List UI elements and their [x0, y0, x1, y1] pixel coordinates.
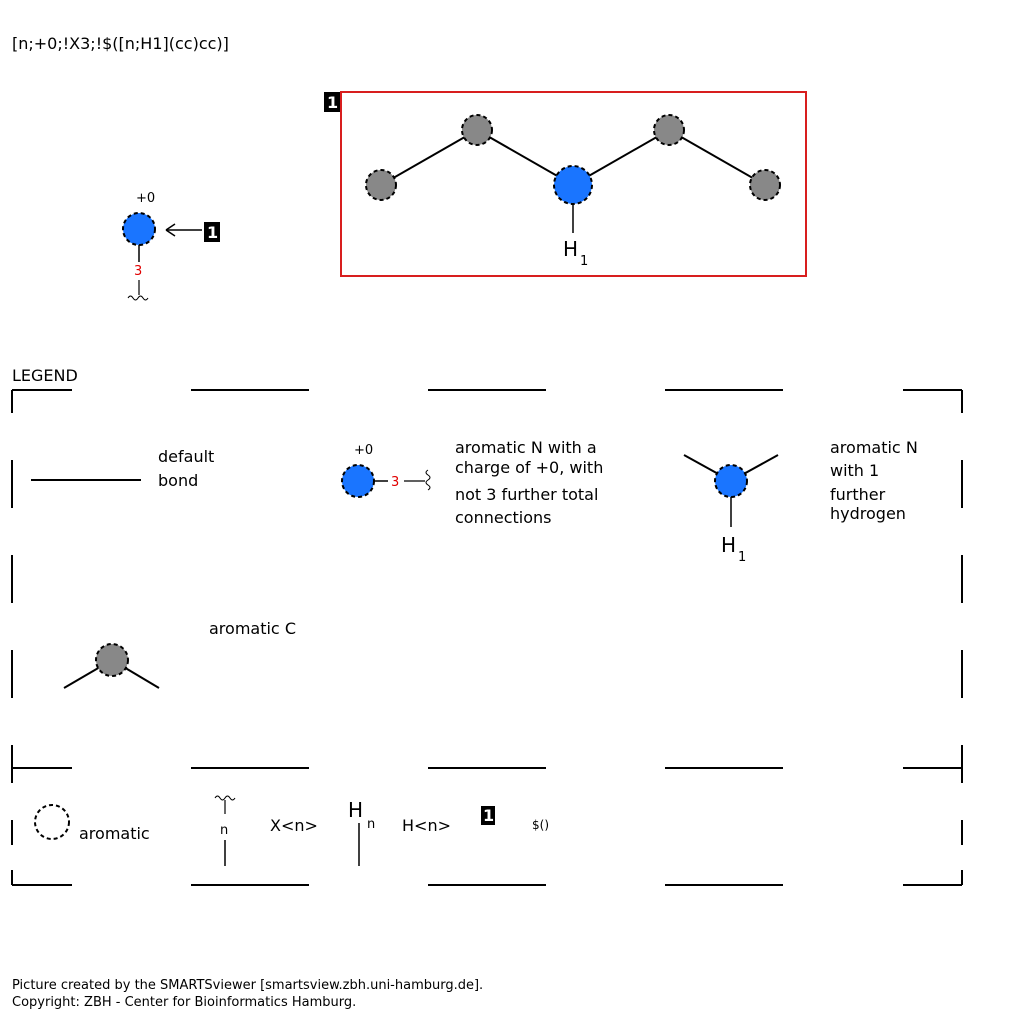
default-bond-label-2: bond	[158, 471, 198, 490]
aromatic-carbon-atom	[461, 114, 493, 146]
legend-n-h-text-2: with 1	[830, 461, 879, 480]
legend-frame	[11, 389, 963, 769]
bond	[668, 129, 766, 186]
symbol-h-letter: H	[348, 798, 363, 822]
symbol-legend: aromatic n X<n> H n H<n> 1 $()	[34, 795, 549, 866]
legend-aromatic-c-label: aromatic C	[209, 619, 296, 638]
group-label: 1	[327, 93, 338, 112]
recursive-smarts-group: 1 H 1	[324, 91, 807, 277]
symbol-h-sub: n	[367, 817, 375, 832]
ref-label-box	[204, 222, 220, 242]
legend-title: LEGEND	[12, 366, 78, 385]
legend-h-symbol: H	[721, 533, 736, 557]
query-atom-charge: +0	[136, 191, 155, 206]
aromatic-dashed-circle-icon	[34, 804, 70, 840]
symbol-ref-label: 1	[483, 806, 494, 825]
symbol-n-marker: n	[220, 823, 228, 838]
aromatic-carbon-atom	[365, 169, 397, 201]
group-label-box	[324, 92, 340, 112]
legend-n-h-text-4: hydrogen	[830, 504, 906, 523]
legend-n-h-text-1: aromatic N	[830, 438, 918, 457]
legend-aromatic-c: aromatic C	[63, 619, 296, 689]
query-atom-circle	[122, 212, 156, 246]
wavy-open-bond-icon	[214, 795, 236, 801]
aromatic-carbon-atom	[653, 114, 685, 146]
wavy-open-bond-icon	[425, 469, 431, 491]
legend-aromatic-n-h: H 1 aromatic N with 1 further hydrogen	[683, 438, 918, 565]
bond	[380, 129, 478, 186]
legend-charge: +0	[354, 443, 373, 458]
hydrogen-symbol: H	[563, 237, 578, 261]
legend-n-atom	[714, 464, 748, 498]
symbol-hn-label: H<n>	[402, 816, 451, 835]
footer-line-2: Copyright: ZBH - Center for Bioinformati…	[12, 995, 356, 1010]
symbol-aromatic-label: aromatic	[79, 824, 150, 843]
hydrogen-count: 1	[580, 254, 588, 269]
aromatic-nitrogen-atom	[553, 165, 593, 205]
legend-n-atom	[341, 464, 375, 498]
legend-h-count: 1	[738, 550, 746, 565]
arrow-head-icon	[165, 223, 176, 237]
query-atom: +0 3 1	[122, 191, 220, 301]
aromatic-carbon-atom	[749, 169, 781, 201]
legend-n-h-text-3: further	[830, 485, 886, 504]
legend-n-charge-text-4: connections	[455, 508, 552, 527]
legend-n-charge-text-2: charge of +0, with	[455, 458, 603, 477]
legend-n-charge-text-3: not 3 further total	[455, 485, 598, 504]
symbol-legend-frame	[11, 768, 963, 886]
smarts-string: [n;+0;!X3;!$([n;H1](cc)cc)]	[12, 34, 229, 53]
symbol-recursive: $()	[532, 818, 549, 832]
footer-line-1: Picture created by the SMARTSviewer [sma…	[12, 978, 483, 993]
legend-n-charge-text-1: aromatic N with a	[455, 438, 597, 457]
legend-count: 3	[391, 475, 399, 490]
legend-c-atom	[95, 643, 129, 677]
query-atom-count: 3	[134, 264, 142, 279]
default-bond-label-1: default	[158, 447, 214, 466]
legend-aromatic-n-charge: +0 3 aromatic N with a charge of +0, wit…	[341, 438, 603, 527]
highlight-box	[340, 91, 807, 277]
wavy-open-bond-icon	[127, 295, 149, 301]
symbol-ref-box	[481, 806, 495, 825]
symbol-xn-label: X<n>	[270, 816, 318, 835]
ref-label: 1	[207, 223, 218, 242]
